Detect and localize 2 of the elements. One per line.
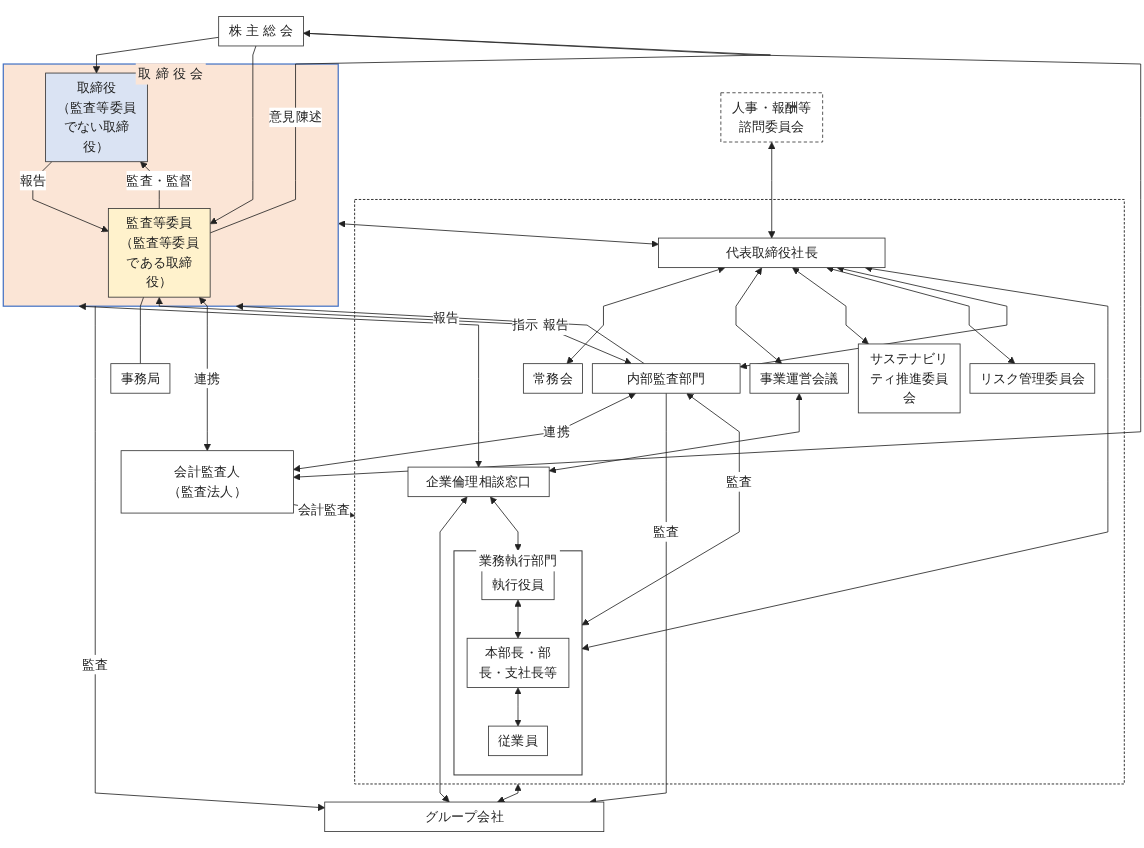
connector (139, 296, 144, 365)
cluster (354, 199, 1125, 785)
